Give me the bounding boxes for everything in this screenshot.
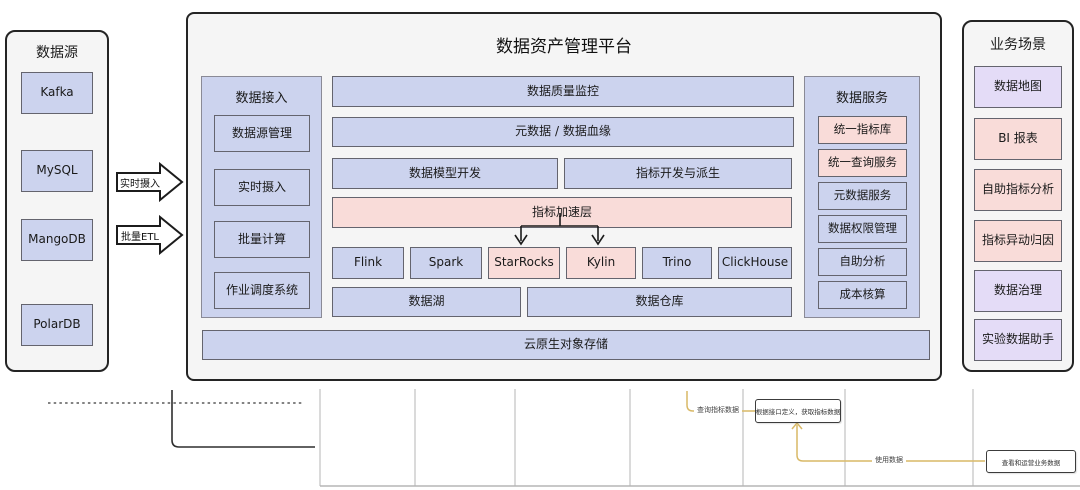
scenario-box-data-governance: 数据治理 (974, 270, 1062, 312)
data-lake-box: 数据湖 (332, 287, 521, 317)
realtime-ingest-arrow-label: 实时摄入 (120, 178, 160, 190)
block-arrow-icon (116, 215, 184, 255)
service-box-selfserve: 自助分析 (818, 248, 907, 276)
scenario-box-bi-report: BI 报表 (974, 118, 1062, 160)
data-service-column: 数据服务 统一指标库 统一查询服务 元数据服务 数据权限管理 自助分析 成本核算 (804, 76, 920, 318)
data-access-column: 数据接入 数据源管理 实时摄入 批量计算 作业调度系统 (201, 76, 322, 318)
service-box-unified-query: 统一查询服务 (818, 149, 907, 177)
source-box-mysql: MySQL (21, 150, 93, 192)
fetch-metric-box: 根据接口定义，获取指标数据 (755, 399, 841, 423)
scenario-box-data-map: 数据地图 (974, 66, 1062, 108)
service-box-cost: 成本核算 (818, 281, 907, 309)
engine-box-spark: Spark (410, 247, 482, 279)
source-box-mangodb: MangoDB (21, 219, 93, 261)
engine-box-clickhouse: ClickHouse (718, 247, 792, 279)
metric-dev-box: 指标开发与派生 (564, 158, 792, 189)
query-metric-label: 查询指标数据 (694, 405, 742, 415)
use-data-label: 使用数据 (872, 455, 906, 465)
batch-etl-arrow-label: 批量ETL (121, 231, 159, 243)
realtime-ingest-arrow: 实时摄入 (115, 162, 185, 202)
business-scenario-panel: 业务场景 数据地图 BI 报表 自助指标分析 指标异动归因 数据治理 实验数据助… (962, 20, 1074, 372)
data-warehouse-box: 数据仓库 (527, 287, 792, 317)
quality-monitor-bar: 数据质量监控 (332, 76, 794, 107)
access-box-batch: 批量计算 (214, 221, 310, 258)
data-service-title: 数据服务 (835, 91, 888, 106)
engine-box-kylin: Kylin (566, 247, 636, 279)
access-box-source-mgmt: 数据源管理 (214, 115, 310, 152)
metadata-lineage-bar: 元数据 / 数据血缘 (332, 117, 794, 147)
engine-box-starrocks: StarRocks (488, 247, 560, 279)
source-box-kafka: Kafka (21, 72, 93, 114)
data-source-panel-title: 数据源 (36, 45, 78, 61)
batch-etl-arrow: 批量ETL (115, 215, 185, 255)
data-access-title: 数据接入 (235, 91, 288, 106)
service-box-permission: 数据权限管理 (818, 215, 907, 243)
engine-box-trino: Trino (642, 247, 712, 279)
business-scenario-title: 业务场景 (990, 37, 1046, 53)
view-business-data-box: 查看和运营业务数据 (986, 450, 1076, 473)
object-storage-bar: 云原生对象存储 (202, 330, 930, 360)
access-box-scheduler: 作业调度系统 (214, 272, 310, 309)
block-arrow-icon (116, 162, 184, 202)
platform-panel: 数据资产管理平台 数据接入 数据源管理 实时摄入 批量计算 作业调度系统 数据质… (186, 12, 942, 381)
data-source-panel: 数据源 Kafka MySQL MangoDB PolarDB (5, 30, 109, 372)
scenario-box-anomaly-attrib: 指标异动归因 (974, 220, 1062, 262)
sequence-lane-lines (48, 389, 1080, 487)
metric-accel-bar: 指标加速层 (332, 197, 792, 228)
service-box-metric-store: 统一指标库 (818, 116, 907, 144)
scenario-box-experiment-helper: 实验数据助手 (974, 319, 1062, 361)
access-box-realtime: 实时摄入 (214, 169, 310, 206)
model-dev-box: 数据模型开发 (332, 158, 558, 189)
source-box-polardb: PolarDB (21, 304, 93, 346)
service-box-metadata: 元数据服务 (818, 182, 907, 210)
platform-title: 数据资产管理平台 (496, 37, 632, 57)
engine-box-flink: Flink (332, 247, 404, 279)
scenario-box-metric-analysis: 自助指标分析 (974, 169, 1062, 211)
